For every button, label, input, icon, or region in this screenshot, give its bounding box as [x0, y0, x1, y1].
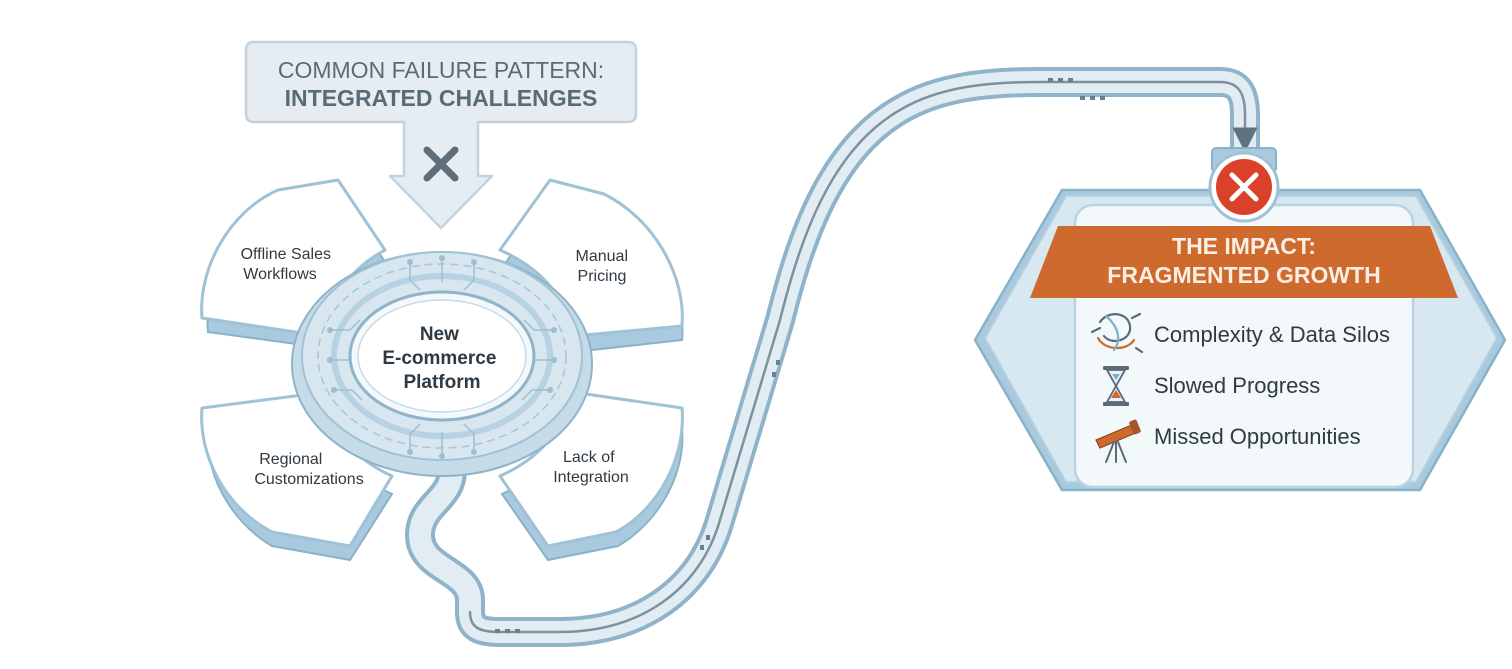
svg-text:New E-commerce: New E-commerce Platform: [382, 324, 501, 393]
hub-title-line1: New: [420, 324, 459, 345]
impact-item-slowed-progress: Slowed Progress: [1103, 366, 1320, 406]
impact-title-line2: FRAGMENTED GROWTH: [1107, 262, 1380, 288]
challenge-cluster: Offline Sales Workflows Manual Pricing R…: [200, 178, 684, 562]
telescope-icon: [1095, 419, 1141, 463]
impact-item-complexity: Complexity & Data Silos: [1090, 312, 1390, 354]
svg-text:Regional Customization: Regional Customizations: [254, 451, 363, 488]
impact-item-label: Complexity & Data Silos: [1154, 322, 1390, 347]
segment-regional-customizations: Regional Customizations: [200, 390, 394, 562]
cross-icon: [423, 146, 459, 182]
segment-label-line2: Workflows: [243, 266, 317, 283]
circuit-traces: [330, 258, 554, 456]
impact-item-label: Slowed Progress: [1154, 373, 1320, 398]
flow-pipe: [405, 67, 1260, 647]
failure-pattern-callout: COMMON FAILURE PATTERN: INTEGRATED CHALL…: [244, 40, 638, 230]
platform-hub: New E-commerce Platform: [291, 251, 593, 477]
svg-text:Manual Pricing: Manual Pricing: [576, 248, 633, 285]
callout-title-line2: INTEGRATED CHALLENGES: [285, 85, 598, 111]
error-badge-icon: [1208, 151, 1280, 223]
segment-label-line1: Manual: [576, 248, 628, 265]
impact-title-line1: THE IMPACT:: [1172, 233, 1316, 259]
segment-label-line1: Regional: [259, 451, 322, 468]
segment-lack-of-integration: Lack of Integration: [498, 390, 684, 562]
hub-title-line2: E-commerce: [382, 348, 496, 369]
segment-label-line2: Pricing: [578, 268, 627, 285]
circuit-nodes: [327, 255, 557, 459]
segment-label-line2: Integration: [553, 469, 629, 486]
tangle-icon: [1090, 312, 1144, 354]
impact-item-missed-opportunities: Missed Opportunities: [1095, 419, 1361, 463]
segment-offline-sales: Offline Sales Workflows: [200, 178, 387, 350]
hourglass-icon: [1103, 366, 1129, 406]
svg-text:Offline Sales Workflow: Offline Sales Workflows: [241, 246, 336, 283]
flow-dashes: [495, 78, 1105, 633]
segment-label-line1: Offline Sales: [241, 246, 331, 263]
svg-text:Lack of Integration: Lack of Integration: [553, 449, 629, 486]
impact-item-label: Missed Opportunities: [1154, 424, 1361, 449]
segment-label-line2: Customizations: [254, 471, 363, 488]
hub-title-line3: Platform: [403, 372, 480, 393]
callout-title-line1: COMMON FAILURE PATTERN:: [278, 57, 604, 83]
segment-label-line1: Lack of: [563, 449, 615, 466]
impact-panel: THE IMPACT: FRAGMENTED GROWTH Complexity…: [973, 147, 1507, 492]
